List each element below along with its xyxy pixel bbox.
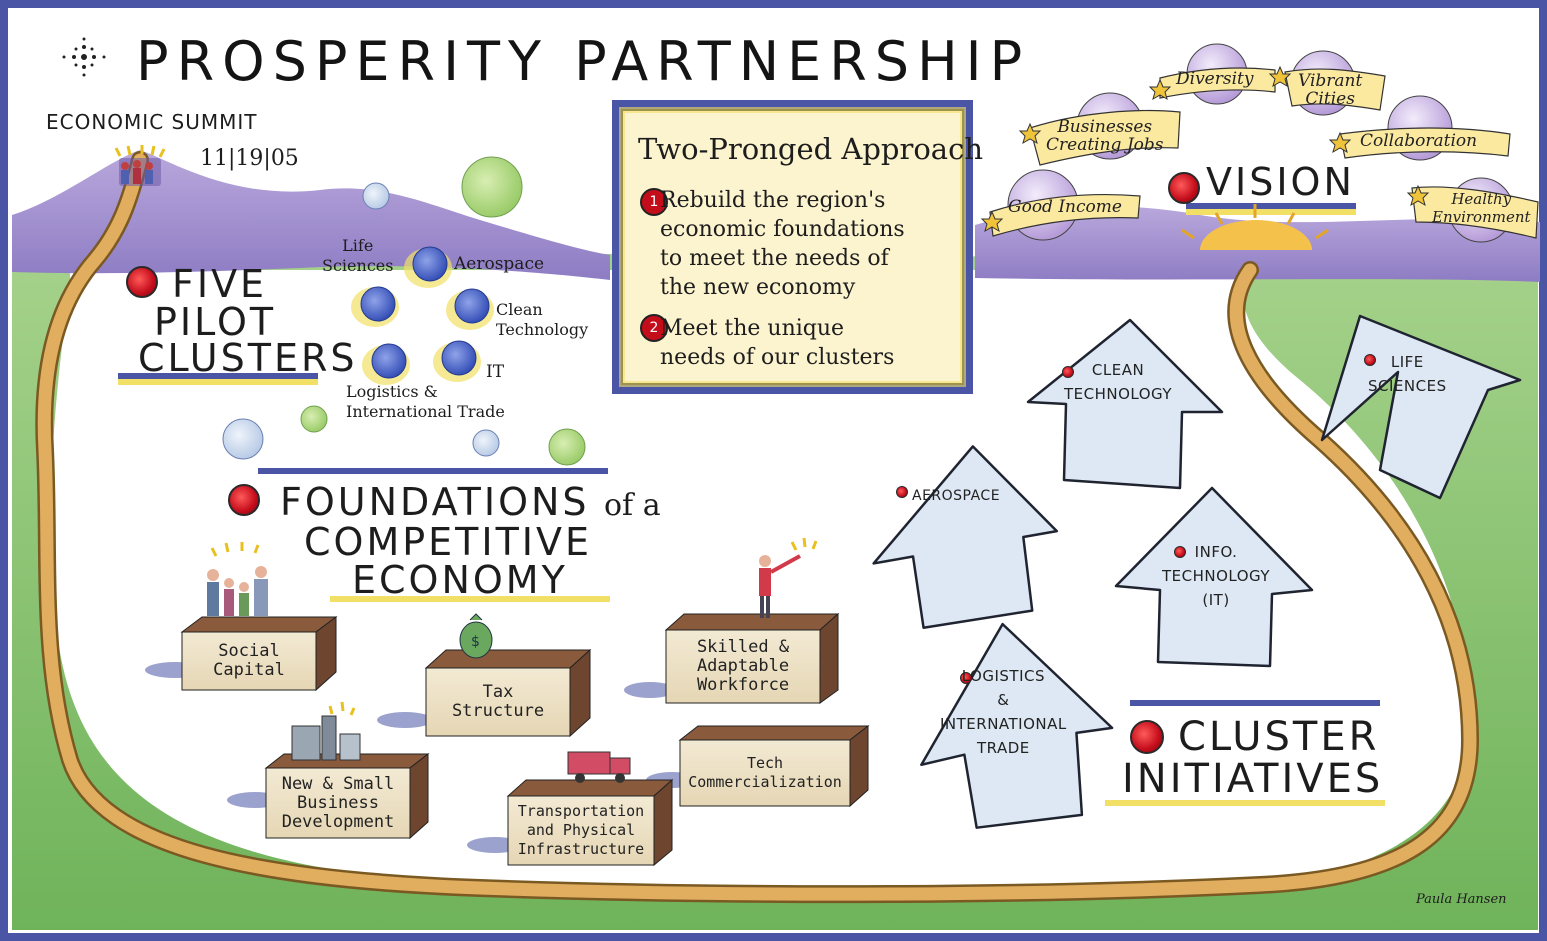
pilot-cluster-it-label: IT <box>486 362 505 382</box>
foundations-heading-line2: COMPETITIVE <box>304 520 592 564</box>
arrow-clean-technology-label: CLEAN TECHNOLOGY <box>1064 361 1173 403</box>
vision-banner-healthy-environment: Healthy Environment <box>1432 190 1531 226</box>
event-date: 11|19|05 <box>200 146 299 171</box>
approach-item-2-text: Meet the unique needs of our clusters <box>660 316 895 370</box>
arrow-aerospace-bullet-icon <box>896 486 908 498</box>
box-social-capital: Social Capital <box>182 632 316 690</box>
truck-icon <box>567 751 631 783</box>
foundations-bullet-icon <box>228 484 260 516</box>
summit-people-figure <box>114 145 166 186</box>
cluster-initiatives-heading-line1: CLUSTER <box>1178 714 1380 760</box>
vision-banner-collaboration: Collaboration <box>1360 131 1478 151</box>
box-shapes <box>145 612 870 867</box>
box-workforce-label: Skilled & Adaptable Workforce <box>696 637 790 695</box>
vision-heading: VISION <box>1206 160 1355 204</box>
vision-banner-diversity: Diversity <box>1176 69 1254 89</box>
box-transportation-label: Transportation and Physical Infrastructu… <box>517 802 645 858</box>
pilot-clusters-heading-line3: CLUSTERS <box>138 336 358 380</box>
vision-banner-vibrant-cities: Vibrant Cities <box>1298 71 1363 109</box>
box-small-business-label: New & Small Business Development <box>281 773 395 832</box>
family-figure <box>207 542 268 616</box>
box-social-capital-label: Social Capital <box>213 641 285 680</box>
approach-item-1-number: 1 <box>640 188 668 216</box>
event-label: ECONOMIC SUMMIT <box>46 110 258 134</box>
vision-bullet-icon <box>1168 172 1200 204</box>
arrow-info-technology-label: INFO. TECHNOLOGY (IT) <box>1162 543 1271 609</box>
box-small-business: New & Small Business Development <box>266 768 410 838</box>
arrow-logistics-bullet-icon <box>960 672 972 684</box>
pilot-cluster-life-sciences-label: Life Sciences <box>322 236 394 275</box>
approach-item-2-number: 2 <box>640 314 668 342</box>
foundations-heading-line3: ECONOMY <box>352 558 568 602</box>
svg-text:$: $ <box>471 634 480 650</box>
foundations-heading-line1: FOUNDATIONS <box>280 480 590 524</box>
vision-banner-businesses: Businesses Creating Jobs <box>1046 117 1164 155</box>
pilot-clusters-heading-line1: FIVE <box>172 262 268 306</box>
arrow-clean-bullet-icon <box>1062 366 1074 378</box>
box-transportation: Transportation and Physical Infrastructu… <box>508 796 654 865</box>
box-workforce: Skilled & Adaptable Workforce <box>666 630 820 703</box>
arrow-logistics-label: LOGISTICS & INTERNATIONAL TRADE <box>940 667 1067 757</box>
arrow-aerospace-label: AEROSPACE <box>912 488 1001 504</box>
approach-item-1-text: Rebuild the region's economic foundation… <box>660 188 905 300</box>
pilot-clusters-heading-line2: PILOT <box>154 300 277 344</box>
worker-figure <box>759 537 818 618</box>
money-bag-icon: $ <box>459 613 493 659</box>
foundations-heading-of-a: of a <box>604 488 661 523</box>
artist-signature: Paula Hansen <box>1416 892 1507 907</box>
arrow-life-bullet-icon <box>1364 354 1376 366</box>
sparkle-icon <box>62 37 106 77</box>
cluster-initiatives-bullet-icon <box>1130 720 1164 754</box>
box-tax-structure: Tax Structure <box>426 668 570 736</box>
approach-title: Two-Pronged Approach <box>638 132 984 166</box>
box-tax-structure-label: Tax Structure <box>451 682 545 721</box>
box-tech-commercialization: Tech Commercialization <box>680 740 850 806</box>
pilot-cluster-logistics-label: Logistics & International Trade <box>346 382 505 421</box>
buildings-icon <box>291 701 361 761</box>
arrow-it-bullet-icon <box>1174 546 1186 558</box>
box-tech-commercialization-label: Tech Commercialization <box>688 754 842 791</box>
arrow-life-sciences-label: LIFE SCIENCES <box>1368 353 1447 395</box>
cluster-initiatives-heading-line2: INITIATIVES <box>1122 756 1384 802</box>
vision-banner-good-income: Good Income <box>1008 197 1122 217</box>
pilot-cluster-clean-technology-label: Clean Technology <box>496 300 589 339</box>
pilot-clusters-bullet-icon <box>126 266 158 298</box>
page-title: PROSPERITY PARTNERSHIP <box>136 30 1031 93</box>
pilot-cluster-aerospace-label: Aerospace <box>454 254 545 274</box>
